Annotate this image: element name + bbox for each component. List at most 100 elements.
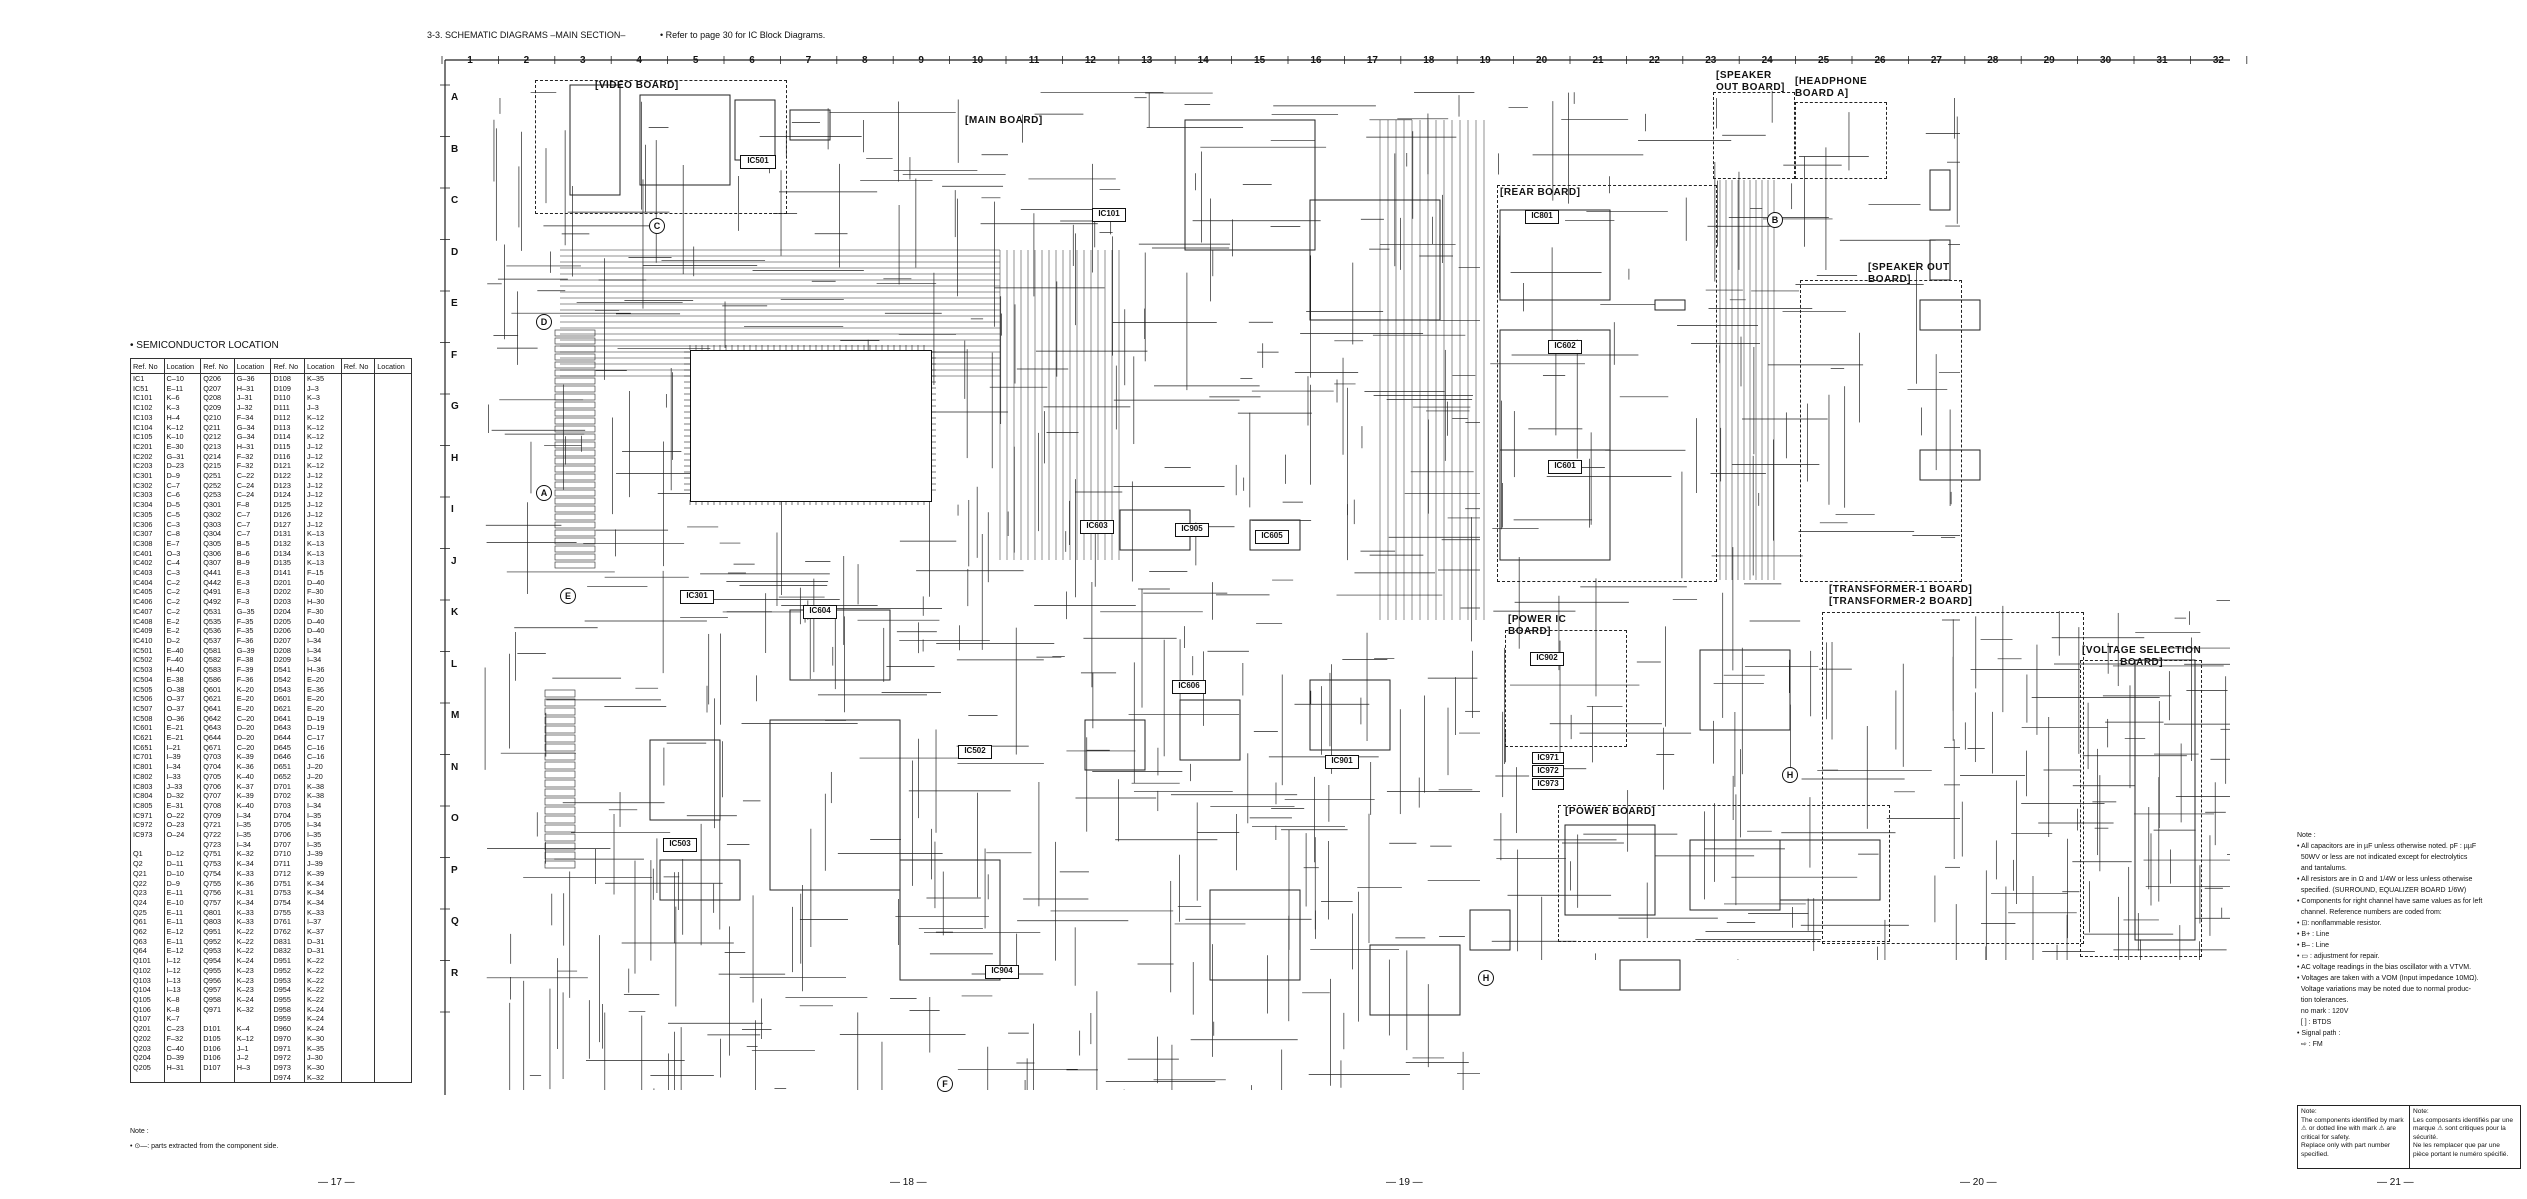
table-cell: Q583 bbox=[200, 665, 235, 675]
table-cell: K–22 bbox=[303, 965, 342, 976]
table-cell: D205 bbox=[270, 616, 305, 627]
table-cell bbox=[374, 800, 412, 811]
table-cell bbox=[340, 616, 376, 627]
table-cell: IC303 bbox=[130, 490, 165, 501]
table-cell: D108 bbox=[270, 373, 305, 384]
table-cell: Q952 bbox=[200, 936, 235, 947]
component-block bbox=[554, 513, 596, 521]
table-cell bbox=[340, 907, 376, 918]
table-cell: F–32 bbox=[233, 451, 272, 462]
table-cell: D704 bbox=[270, 810, 305, 821]
table-cell: K–12 bbox=[303, 432, 342, 442]
table-cell: D958 bbox=[270, 1004, 305, 1015]
table-cell bbox=[374, 538, 412, 549]
component-block bbox=[1499, 449, 1611, 561]
table-cell: J–12 bbox=[303, 451, 342, 462]
table-cell bbox=[374, 1053, 412, 1063]
table-cell bbox=[340, 432, 376, 442]
table-cell: D641 bbox=[270, 713, 305, 724]
component-block bbox=[554, 561, 596, 569]
table-cell: I–33 bbox=[163, 771, 202, 782]
table-cell: D115 bbox=[270, 441, 305, 452]
table-cell: F–30 bbox=[303, 606, 342, 617]
table-cell: D206 bbox=[270, 626, 305, 636]
table-header: Location bbox=[163, 358, 202, 374]
table-cell: D761 bbox=[270, 917, 305, 928]
ic902-label: IC902 bbox=[1530, 652, 1564, 666]
table-cell: IC51 bbox=[130, 383, 165, 394]
table-cell: D204 bbox=[270, 606, 305, 617]
component-block bbox=[1929, 169, 1951, 211]
row-letter: M bbox=[451, 710, 460, 721]
table-cell: Q2 bbox=[130, 859, 165, 869]
table-cell: D–5 bbox=[163, 500, 202, 510]
table-cell: O–36 bbox=[163, 713, 202, 724]
table-cell bbox=[233, 1072, 272, 1084]
table-cell: Q215 bbox=[200, 461, 235, 472]
table-cell bbox=[163, 1072, 202, 1084]
table-cell: J–33 bbox=[163, 781, 202, 792]
table-cell: H–40 bbox=[163, 665, 202, 675]
table-cell: K–37 bbox=[303, 927, 342, 937]
table-cell: D973 bbox=[270, 1062, 305, 1073]
table-cell bbox=[374, 771, 412, 782]
component-block bbox=[789, 109, 831, 141]
table-cell bbox=[340, 878, 376, 889]
ic901-label: IC901 bbox=[1325, 755, 1359, 769]
table-cell: K–22 bbox=[303, 975, 342, 986]
table-cell: O–38 bbox=[163, 684, 202, 695]
component-block bbox=[554, 521, 596, 529]
table-cell: D952 bbox=[270, 965, 305, 976]
table-cell: K–33 bbox=[233, 917, 272, 928]
table-cell: D209 bbox=[270, 655, 305, 666]
ic502-label: IC502 bbox=[958, 745, 992, 759]
table-cell: Q210 bbox=[200, 412, 235, 423]
table-cell: D753 bbox=[270, 888, 305, 898]
table-cell: F–39 bbox=[233, 665, 272, 675]
table-cell: K–23 bbox=[233, 975, 272, 986]
table-cell: Q301 bbox=[200, 500, 235, 510]
row-letter: P bbox=[451, 864, 458, 876]
table-cell: IC405 bbox=[130, 587, 165, 598]
table-cell: Q106 bbox=[130, 1004, 165, 1015]
table-cell: IC201 bbox=[130, 441, 165, 452]
table-cell: K–24 bbox=[303, 1014, 342, 1025]
table-cell: Q252 bbox=[200, 480, 235, 491]
table-cell: H–30 bbox=[303, 597, 342, 607]
page-number-18: — 18 — bbox=[890, 1177, 927, 1188]
table-cell bbox=[340, 597, 376, 607]
table-cell: Q211 bbox=[200, 422, 235, 433]
table-cell: D646 bbox=[270, 752, 305, 763]
table-cell bbox=[340, 742, 376, 753]
table-cell bbox=[340, 403, 376, 413]
component-block bbox=[1309, 679, 1391, 751]
table-cell: J–12 bbox=[303, 471, 342, 481]
table-cell: J–12 bbox=[303, 509, 342, 520]
table-cell bbox=[374, 927, 412, 937]
component-block bbox=[1184, 119, 1316, 251]
table-cell: C–24 bbox=[233, 490, 272, 501]
table-cell bbox=[340, 771, 376, 782]
table-cell bbox=[374, 529, 412, 539]
table-cell bbox=[340, 703, 376, 714]
table-cell: Q21 bbox=[130, 868, 165, 879]
table-cell bbox=[340, 626, 376, 636]
table-cell: G–34 bbox=[233, 422, 272, 433]
note-line: 50WV or less are not indicated except fo… bbox=[2297, 854, 2468, 861]
table-cell: D601 bbox=[270, 694, 305, 704]
table-cell: IC508 bbox=[130, 713, 165, 724]
table-cell: K–34 bbox=[303, 888, 342, 898]
table-cell: Q204 bbox=[130, 1053, 165, 1063]
table-cell: K–6 bbox=[163, 393, 202, 404]
ic101-label: IC101 bbox=[1092, 208, 1126, 222]
